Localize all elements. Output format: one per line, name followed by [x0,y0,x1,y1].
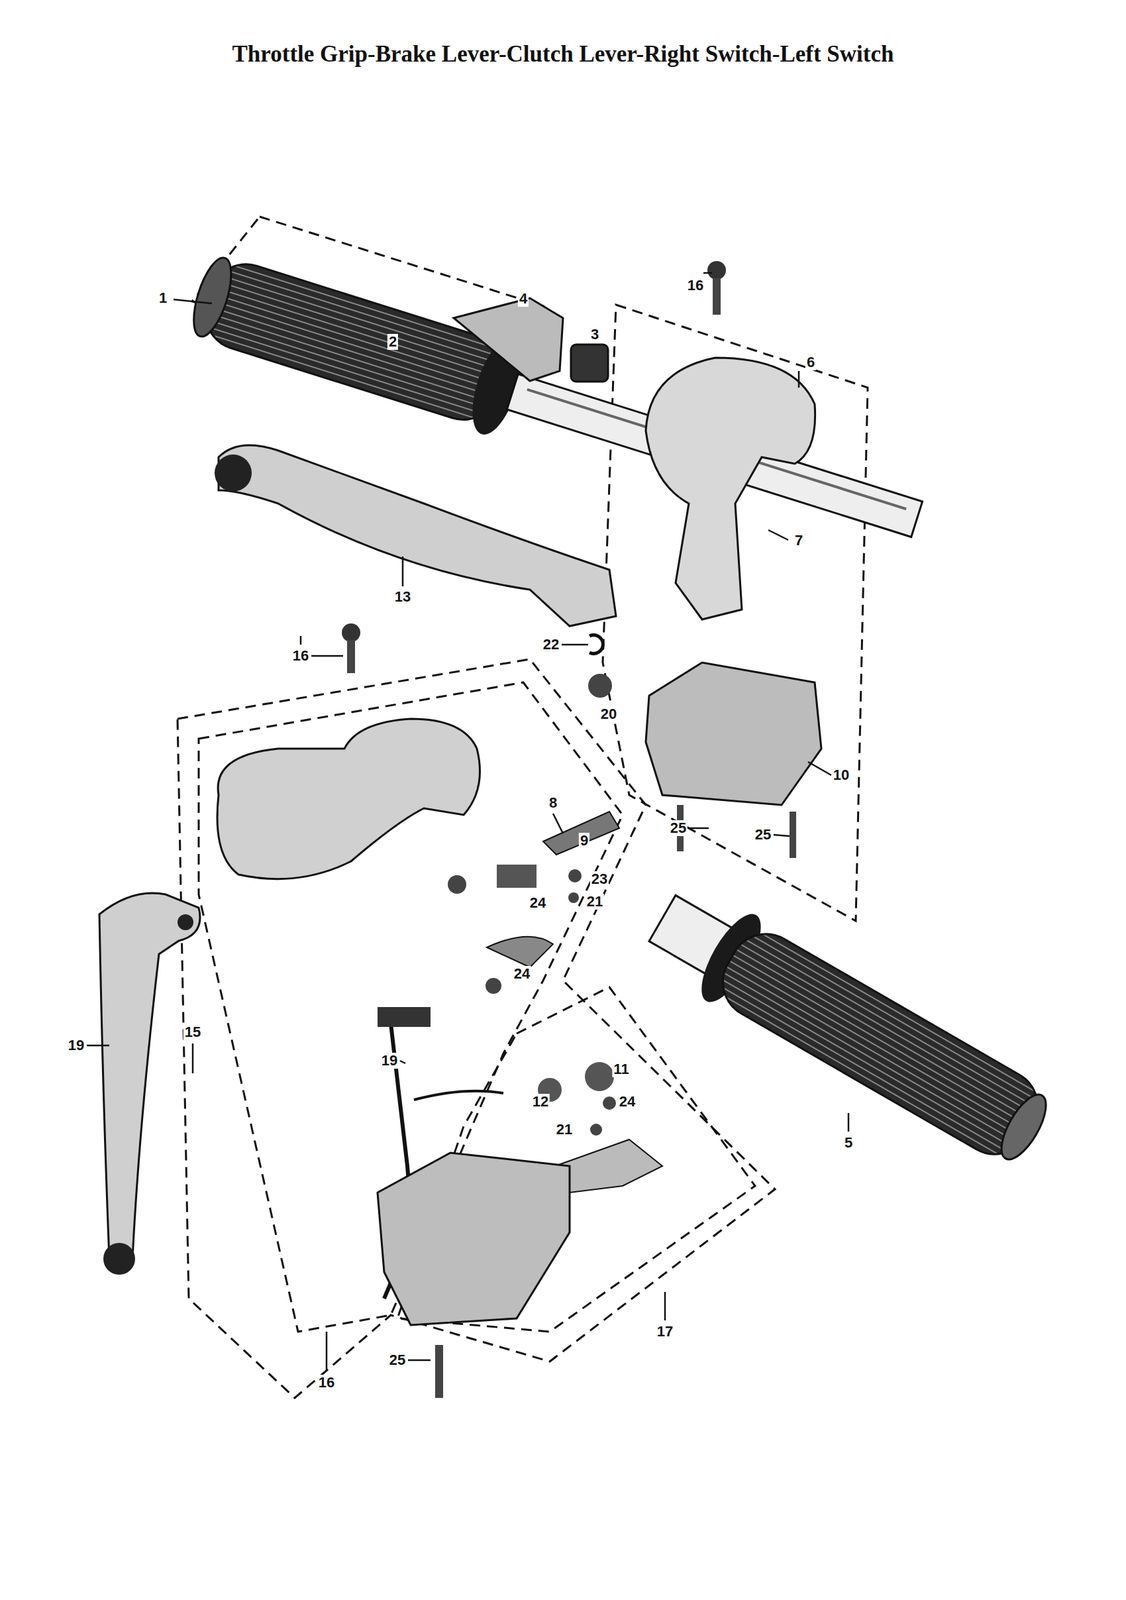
callout-number: 19 [380,1052,399,1069]
callout-number: 3 [589,326,601,343]
callout-number: 25 [388,1351,407,1368]
callout-number: 4 [517,290,529,307]
callout-number: 9 [578,832,590,849]
callout-number: 22 [541,636,561,653]
callout-number: 19 [66,1037,86,1054]
callout-number: 17 [655,1323,675,1340]
callout-number: 8 [547,794,559,811]
callout-number: 11 [612,1061,630,1077]
callout-number: 10 [831,767,851,783]
callout-number: 5 [843,1134,854,1151]
callout-number: 6 [805,354,817,371]
callout-number: 25 [668,819,688,836]
diagram-title: Throttle Grip-Brake Lever-Clutch Lever-R… [0,41,1126,68]
callout-number: 16 [291,647,310,664]
callout-number: 2 [387,333,399,350]
callout-number: 13 [393,588,412,605]
callout-number: 21 [555,1121,574,1138]
callout-number: 16 [686,277,705,294]
callout-number: 24 [528,894,548,911]
callout-number: 25 [753,826,773,843]
callout-number: 23 [590,870,609,887]
callout-number: 24 [512,965,532,982]
callout-number: 24 [617,1093,637,1110]
callout-number: 12 [531,1093,550,1110]
callout-number: 1 [157,290,169,307]
callout-number: 16 [317,1374,336,1391]
callout-number: 21 [585,893,605,910]
callout-number: 20 [599,706,618,722]
callout-number: 15 [183,1023,203,1040]
callout-number: 7 [793,532,805,549]
